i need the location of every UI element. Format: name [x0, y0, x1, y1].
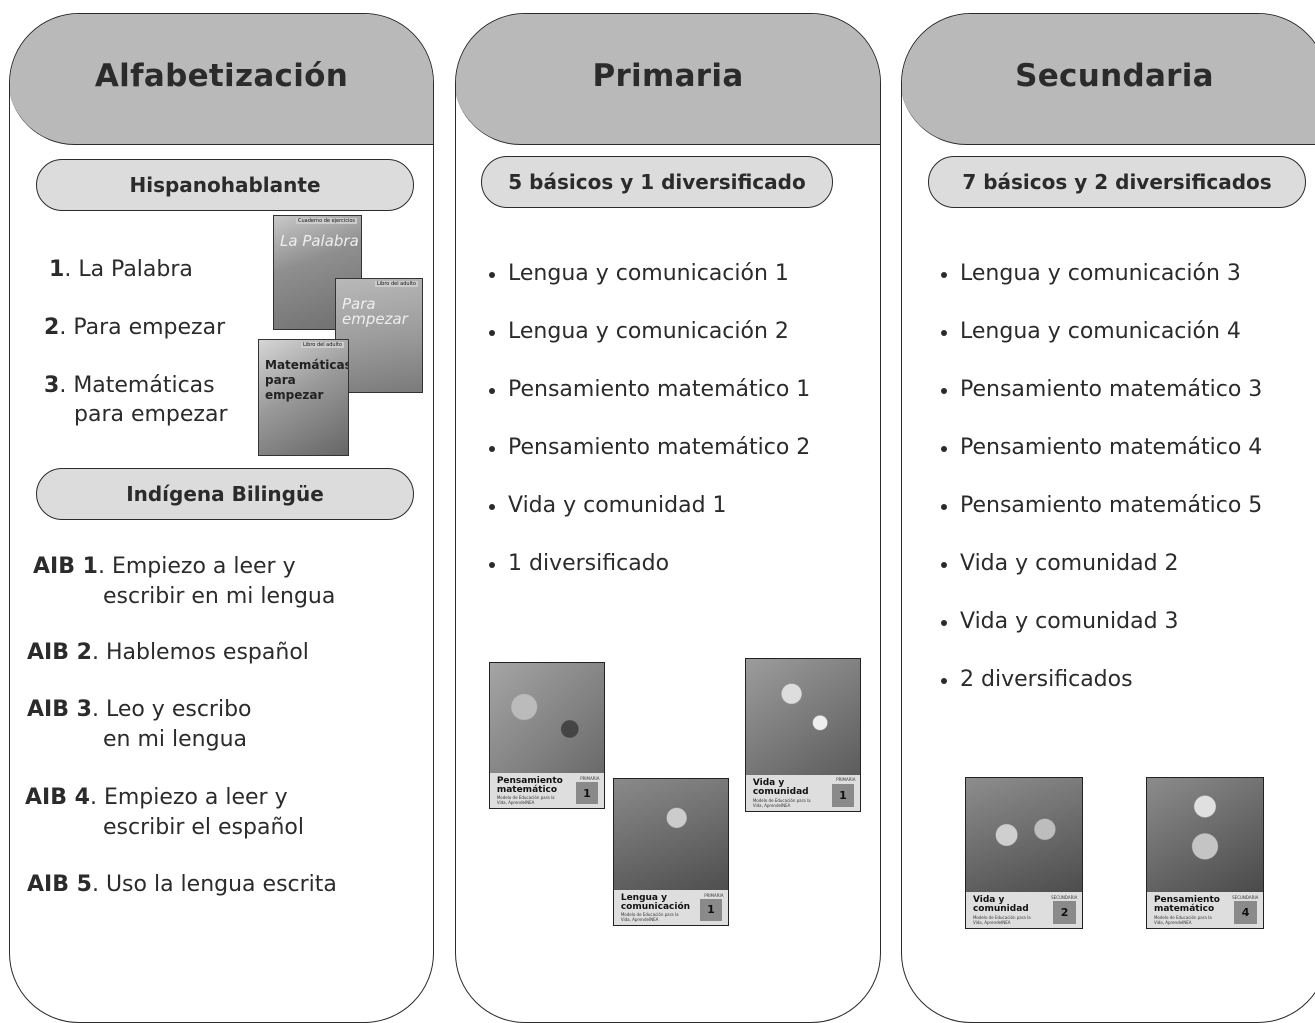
list-item: Lengua y comunicación 1 — [486, 259, 810, 317]
list-item: Lengua y comunicación 2 — [486, 317, 810, 375]
book-cover-pensamiento-matematico-secundaria: Pensamiento matemático Modelo de Educaci… — [1146, 777, 1264, 929]
card-title: Primaria — [592, 58, 744, 94]
section-heading-indigena-bilingue: Indígena Bilingüe — [36, 468, 414, 520]
list-item: AIB 4. Empiezo a leer y escribir el espa… — [25, 785, 304, 840]
card-primaria: Primaria 5 básicos y 1 diversificado Len… — [455, 13, 881, 1023]
section-heading-hispanohablante: Hispanohablante — [36, 159, 414, 211]
list-item: Pensamiento matemático 2 — [486, 433, 810, 491]
list-item: Vida y comunidad 1 — [486, 491, 810, 549]
book-cover-vida-y-comunidad-secundaria: Vida y comunidad Modelo de Educación par… — [965, 777, 1083, 929]
card-header: Alfabetización — [10, 14, 433, 145]
list-item: Lengua y comunicación 3 — [938, 259, 1262, 317]
list-item: AIB 1. Empiezo a leer y escribir en mi l… — [33, 554, 336, 609]
list-item: AIB 5. Uso la lengua escrita — [27, 872, 337, 897]
card-secundaria: Secundaria 7 básicos y 2 diversificados … — [901, 13, 1315, 1023]
list-item: 3. Matemáticas para empezar — [44, 373, 228, 427]
subject-list: Lengua y comunicación 3 Lengua y comunic… — [938, 259, 1262, 723]
list-item: 1 diversificado — [486, 549, 810, 607]
section-heading: 5 básicos y 1 diversificado — [481, 156, 833, 208]
card-alfabetizacion: Alfabetización Hispanohablante 1. La Pal… — [9, 13, 434, 1023]
card-header: Secundaria — [902, 14, 1315, 145]
list-item: Vida y comunidad 3 — [938, 607, 1262, 665]
card-header: Primaria — [456, 14, 880, 145]
list-item: 1. La Palabra — [49, 257, 193, 282]
list-item: Pensamiento matemático 1 — [486, 375, 810, 433]
list-item: Pensamiento matemático 3 — [938, 375, 1262, 433]
book-cover-para-empezar: Libro del adulto Para empezar — [335, 278, 423, 393]
book-cover-matematicas-para-empezar: Libro del adulto Matemáticas para empeza… — [258, 339, 349, 456]
book-cover-vida-y-comunidad: Vida y comunidad Modelo de Educación par… — [745, 658, 861, 812]
book-cover-la-palabra: Cuaderno de ejercicios La Palabra — [273, 215, 362, 330]
list-item: Pensamiento matemático 5 — [938, 491, 1262, 549]
subject-list: Lengua y comunicación 1 Lengua y comunic… — [486, 259, 810, 607]
section-heading: 7 básicos y 2 diversificados — [928, 156, 1306, 208]
book-cover-lengua-y-comunicacion: Lengua y comunicación Modelo de Educació… — [613, 778, 729, 926]
card-title: Secundaria — [1015, 58, 1214, 94]
list-item: Lengua y comunicación 4 — [938, 317, 1262, 375]
list-item: Pensamiento matemático 4 — [938, 433, 1262, 491]
list-item: AIB 3. Leo y escribo en mi lengua — [27, 697, 252, 752]
book-cover-pensamiento-matematico: Pensamiento matemático Modelo de Educaci… — [489, 662, 605, 809]
list-item: AIB 2. Hablemos español — [27, 640, 309, 665]
card-title: Alfabetización — [94, 58, 349, 94]
list-item: 2. Para empezar — [44, 315, 226, 340]
list-item: Vida y comunidad 2 — [938, 549, 1262, 607]
list-item: 2 diversificados — [938, 665, 1262, 723]
